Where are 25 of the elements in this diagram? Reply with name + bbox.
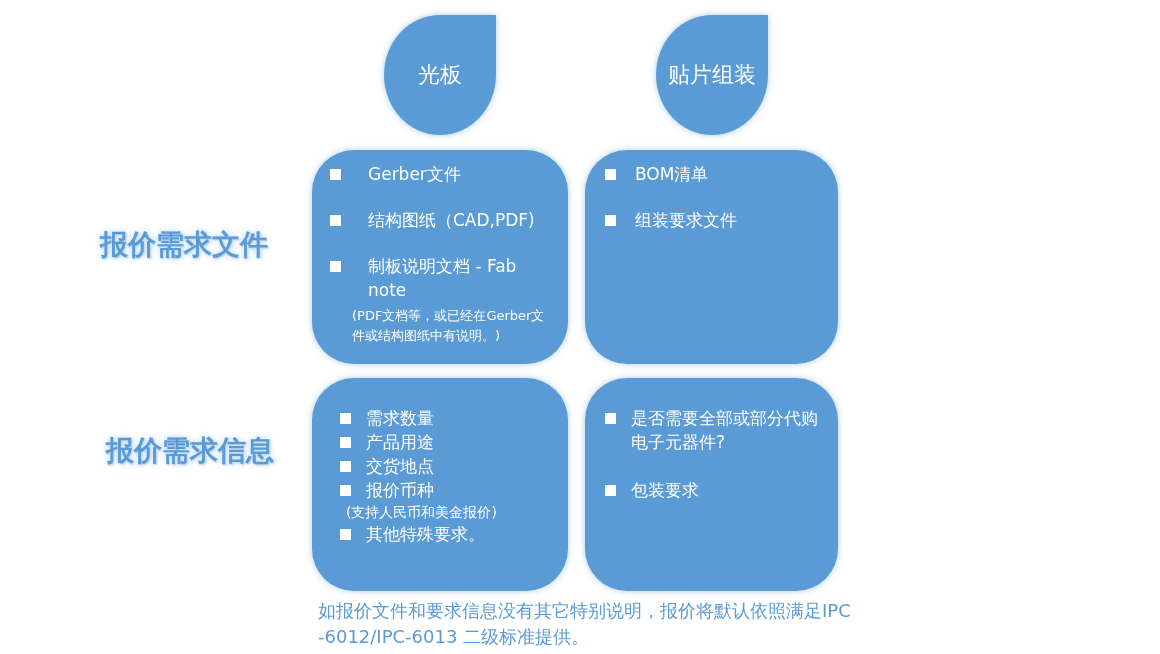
heading: 贴片组装 <box>668 61 756 89</box>
bullet-item: 需求数量 <box>338 406 554 430</box>
bullet-item: 组装要求文件 <box>603 208 824 232</box>
note-text: (PDF文档等，或已经在Gerber文件或结构图纸中有说明。) <box>351 307 546 345</box>
bullet-item: 制板说明文档 - Fab note <box>328 254 554 302</box>
rounded-card <box>585 150 838 364</box>
teardrop-shape <box>384 15 496 135</box>
heading: 光板 <box>418 61 462 89</box>
row-label: 报价需求信息 <box>106 433 274 469</box>
caption: 如报价文件和要求信息没有其它特别说明，报价将默认依照满足IPC -6012/IPC-6013 二级标准提供。 <box>318 599 852 649</box>
rounded-card <box>312 378 568 591</box>
note-text: (支持人民币和美金报价) <box>345 503 498 522</box>
bullet-item: BOM清单 <box>603 162 824 186</box>
bullet-item: 包装要求 <box>603 478 824 502</box>
bullet-item: 是否需要全部或部分代购电子元器件? <box>603 406 824 454</box>
bullet-item: 结构图纸（CAD,PDF) <box>328 208 554 232</box>
rounded-card <box>312 150 568 364</box>
bullet-item: 产品用途 <box>338 430 554 454</box>
row-label: 报价需求文件 <box>100 227 268 263</box>
teardrop-shape <box>656 15 768 135</box>
bullet-item: 交货地点 <box>338 454 554 478</box>
bullet-item: Gerber文件 <box>328 162 554 186</box>
bullet-item: 其他特殊要求。 <box>338 522 554 546</box>
bullet-item: 报价币种 <box>338 478 554 502</box>
rounded-card <box>585 378 838 591</box>
